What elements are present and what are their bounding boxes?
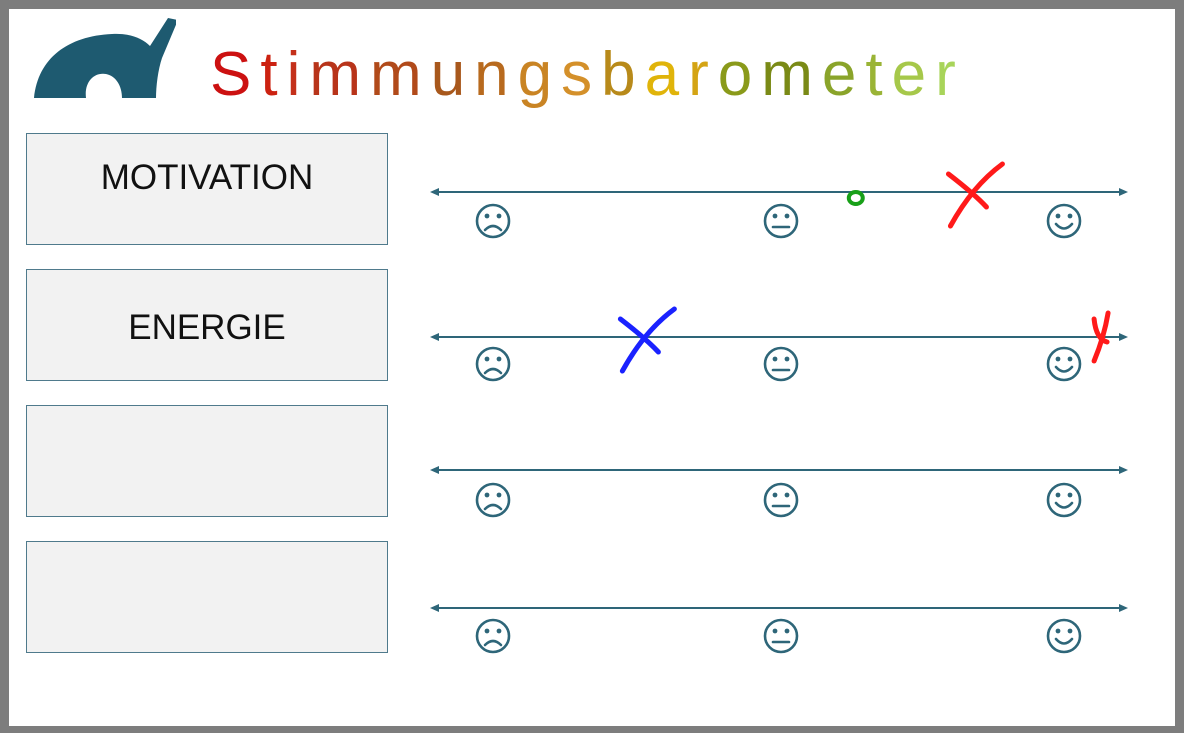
arrow-right-icon — [1119, 604, 1128, 612]
drawn-circle-mark — [846, 190, 865, 206]
logo — [34, 18, 176, 100]
title-letter: m — [370, 40, 431, 109]
drawn-cross-mark — [945, 161, 1005, 229]
sad-face-icon — [475, 482, 511, 518]
arrow-left-icon — [430, 466, 439, 474]
arrow-left-icon — [430, 333, 439, 341]
title-letter: g — [517, 40, 562, 109]
title-letter: b — [601, 40, 645, 109]
neutral-face-icon — [763, 482, 799, 518]
row-label-box[interactable]: ENERGIE — [26, 269, 388, 381]
happy-face-icon — [1046, 346, 1082, 382]
happy-face-icon — [1046, 618, 1082, 654]
title-letter: s — [561, 40, 602, 109]
title-letter: a — [644, 40, 689, 109]
title-letter: S — [210, 40, 261, 109]
logo-shape — [34, 18, 176, 98]
title-letter: u — [430, 40, 475, 109]
row-label: MOTIVATION — [100, 158, 314, 197]
title-letter: n — [474, 40, 518, 109]
title-letter: m — [309, 40, 371, 109]
arrow-right-icon — [1119, 466, 1128, 474]
sad-face-icon — [475, 346, 511, 382]
drawn-cross-mark — [617, 306, 677, 374]
arrow-right-icon — [1119, 188, 1128, 196]
arrow-left-icon — [430, 604, 439, 612]
happy-face-icon — [1046, 203, 1082, 239]
title-letter: e — [891, 40, 936, 109]
arrow-right-icon — [1119, 333, 1128, 341]
title-letter: t — [260, 40, 287, 109]
title-letter: r — [935, 40, 965, 109]
neutral-face-icon — [763, 346, 799, 382]
title-letter: t — [865, 40, 892, 109]
sad-face-icon — [475, 203, 511, 239]
title-letter: o — [717, 40, 762, 109]
sad-face-icon — [475, 618, 511, 654]
title-letter: r — [688, 40, 718, 109]
logo-inner-circle — [95, 79, 117, 100]
neutral-face-icon — [763, 618, 799, 654]
page-title: Stimmungsbarometer — [210, 38, 965, 112]
title-letter: m — [761, 40, 822, 109]
row-label-box[interactable] — [26, 405, 388, 517]
row-label-box[interactable] — [26, 541, 388, 653]
drawn-cross-mark — [1091, 310, 1111, 364]
neutral-face-icon — [763, 203, 799, 239]
arrow-left-icon — [430, 188, 439, 196]
happy-face-icon — [1046, 482, 1082, 518]
title-letter: i — [286, 40, 310, 109]
row-label: ENERGIE — [128, 308, 286, 347]
title-letter: e — [821, 40, 866, 109]
row-label-box[interactable]: MOTIVATION — [26, 133, 388, 245]
